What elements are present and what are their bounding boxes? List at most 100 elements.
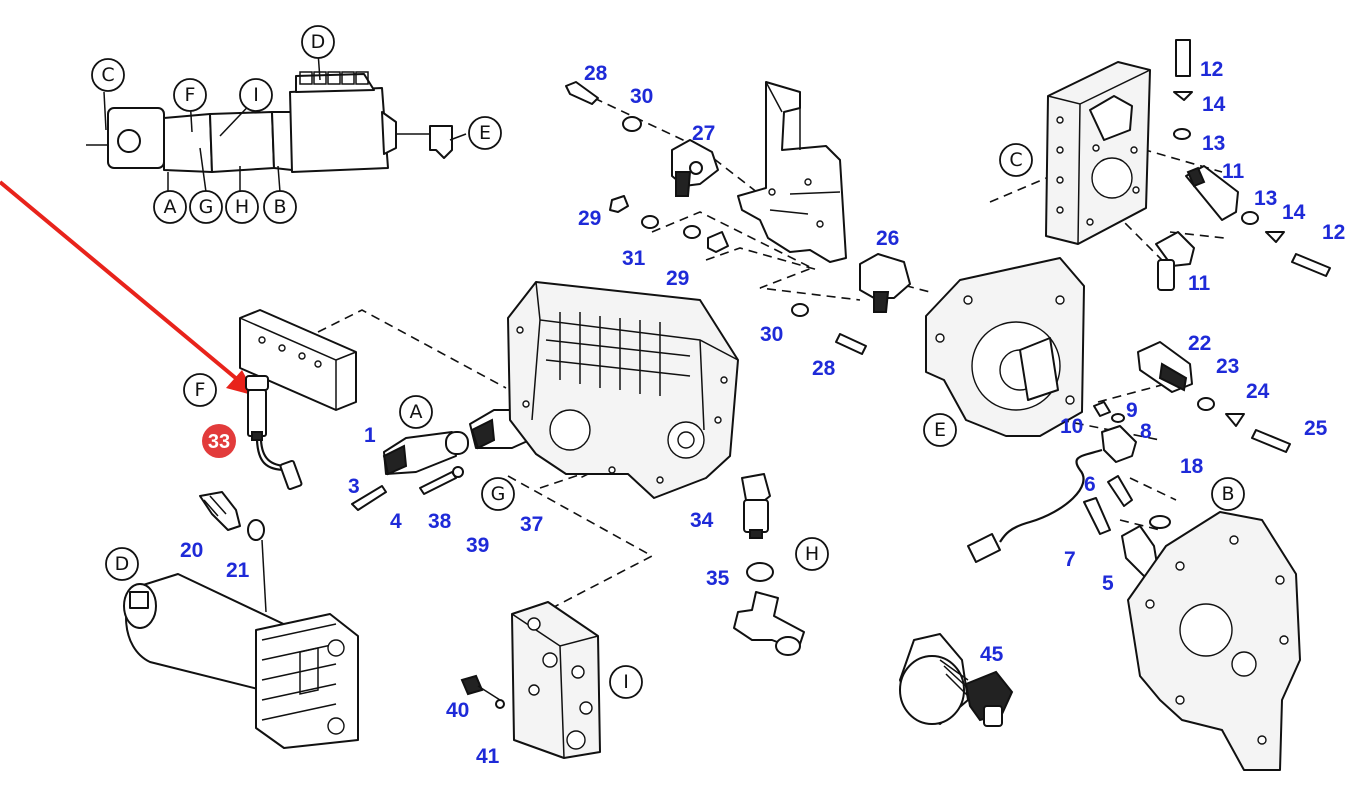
- sensor-45: [899, 633, 1014, 727]
- part-number-22: 22: [1188, 332, 1211, 355]
- letter-marker-h: H: [795, 537, 829, 571]
- part-number-8: 8: [1140, 420, 1152, 443]
- highlight-badge-33[interactable]: 33: [202, 424, 236, 458]
- part-number-30-top: 30: [630, 85, 653, 108]
- part-number-24: 24: [1246, 380, 1270, 403]
- letter-g-label: G: [199, 196, 214, 218]
- part-number-13-top: 13: [1202, 132, 1225, 155]
- part-number-10: 10: [1060, 415, 1083, 438]
- crankshaft-sensor-8: [967, 401, 1137, 563]
- letter-f-label: F: [185, 84, 196, 106]
- part-number-13-right: 13: [1254, 187, 1277, 210]
- part-number-6: 6: [1084, 473, 1096, 496]
- part-number-7: 7: [1064, 548, 1076, 571]
- mounting-bracket: [737, 81, 847, 263]
- part-number-labels: 28 30 27 29 31 29 26 30 28 12 14 13 11 1…: [180, 58, 1345, 768]
- part-number-18: 18: [1180, 455, 1204, 478]
- part-number-12-right: 12: [1322, 221, 1345, 244]
- overview-letter-h: H: [225, 190, 259, 224]
- marker-g-label: G: [491, 483, 506, 505]
- part-number-41: 41: [476, 745, 500, 768]
- part-number-45: 45: [980, 643, 1004, 666]
- overview-letter-f: F: [173, 78, 207, 112]
- marker-e-label: E: [934, 419, 946, 441]
- highlight-circle: [202, 424, 236, 458]
- letter-marker-c: C: [999, 143, 1033, 177]
- letter-marker-f: F: [183, 373, 217, 407]
- part-number-20: 20: [180, 539, 203, 562]
- sensor-27: [671, 139, 719, 197]
- sensor-22: [1137, 341, 1291, 453]
- sensor-20: [199, 491, 267, 613]
- overview-letter-b: B: [263, 190, 297, 224]
- part-number-37: 37: [520, 513, 543, 536]
- pressure-sensor-33: [245, 375, 303, 491]
- part-number-27: 27: [692, 122, 715, 145]
- marker-h-label: H: [805, 543, 819, 565]
- timing-cover: [1127, 511, 1301, 771]
- overview-schematic: [86, 51, 467, 193]
- fasteners-top: [565, 81, 867, 355]
- part-number-28-top: 28: [584, 62, 608, 85]
- part-number-28-bottom: 28: [812, 357, 836, 380]
- part-number-1: 1: [364, 424, 376, 447]
- letter-i-label: I: [253, 84, 259, 106]
- part-number-38: 38: [428, 510, 452, 533]
- marker-a-label: A: [410, 401, 423, 423]
- part-number-5: 5: [1102, 572, 1114, 595]
- letter-b-label: B: [273, 196, 286, 218]
- overview-letter-e: E: [468, 116, 502, 150]
- part-number-3: 3: [348, 475, 360, 498]
- flywheel-housing: [925, 257, 1085, 437]
- sensor-11-lower: [1155, 231, 1195, 291]
- marker-i-label: I: [623, 671, 629, 693]
- letter-e-label: E: [479, 122, 491, 144]
- part-number-14-right: 14: [1282, 201, 1306, 224]
- part-number-21: 21: [226, 559, 250, 582]
- marker-b-label: B: [1221, 483, 1234, 505]
- pressure-switch-34: [733, 473, 805, 656]
- manifold-block: [239, 309, 357, 411]
- speed-sensor-1: [351, 431, 469, 511]
- overview-letter-g: G: [189, 190, 223, 224]
- part-number-31: 31: [622, 247, 646, 270]
- letter-marker-g: G: [481, 477, 515, 511]
- overview-letter-c: C: [91, 58, 125, 92]
- part-number-40: 40: [446, 699, 469, 722]
- letter-marker-a: A: [399, 395, 433, 429]
- sensor-26: [859, 253, 911, 313]
- overview-letter-i: I: [239, 78, 273, 112]
- part-number-11-upper: 11: [1222, 160, 1245, 183]
- mounting-plate: [1045, 61, 1151, 245]
- oil-filter-assembly: [123, 573, 359, 749]
- part-number-26: 26: [876, 227, 899, 250]
- letter-h-label: H: [235, 196, 249, 218]
- letter-a-label: A: [164, 196, 177, 218]
- part-number-12-top: 12: [1200, 58, 1223, 81]
- part-number-14-top: 14: [1202, 93, 1226, 116]
- letter-marker-i: I: [609, 665, 643, 699]
- part-number-35: 35: [706, 567, 730, 590]
- part-number-25: 25: [1304, 417, 1328, 440]
- letter-marker-b: B: [1211, 477, 1245, 511]
- marker-f-label: F: [195, 379, 206, 401]
- part-number-11-lower: 11: [1188, 272, 1211, 295]
- part-number-9: 9: [1126, 399, 1138, 422]
- sensor-11-upper: [1173, 39, 1331, 277]
- part-number-29-right: 29: [666, 267, 689, 290]
- part-number-30-bottom: 30: [760, 323, 783, 346]
- marker-d-label: D: [115, 553, 130, 575]
- letter-c-label: C: [101, 64, 114, 86]
- part-number-34: 34: [690, 509, 714, 532]
- marker-c-label: C: [1009, 149, 1022, 171]
- overview-letter-a: A: [153, 190, 187, 224]
- letter-marker-d: D: [105, 547, 139, 581]
- transmission-housing: [507, 281, 739, 499]
- overview-letter-d: D: [301, 25, 335, 59]
- part-number-4: 4: [390, 510, 402, 533]
- part-number-29-left: 29: [578, 207, 601, 230]
- letter-d-label: D: [311, 31, 326, 53]
- valve-body: [460, 601, 601, 759]
- part-number-23: 23: [1216, 355, 1239, 378]
